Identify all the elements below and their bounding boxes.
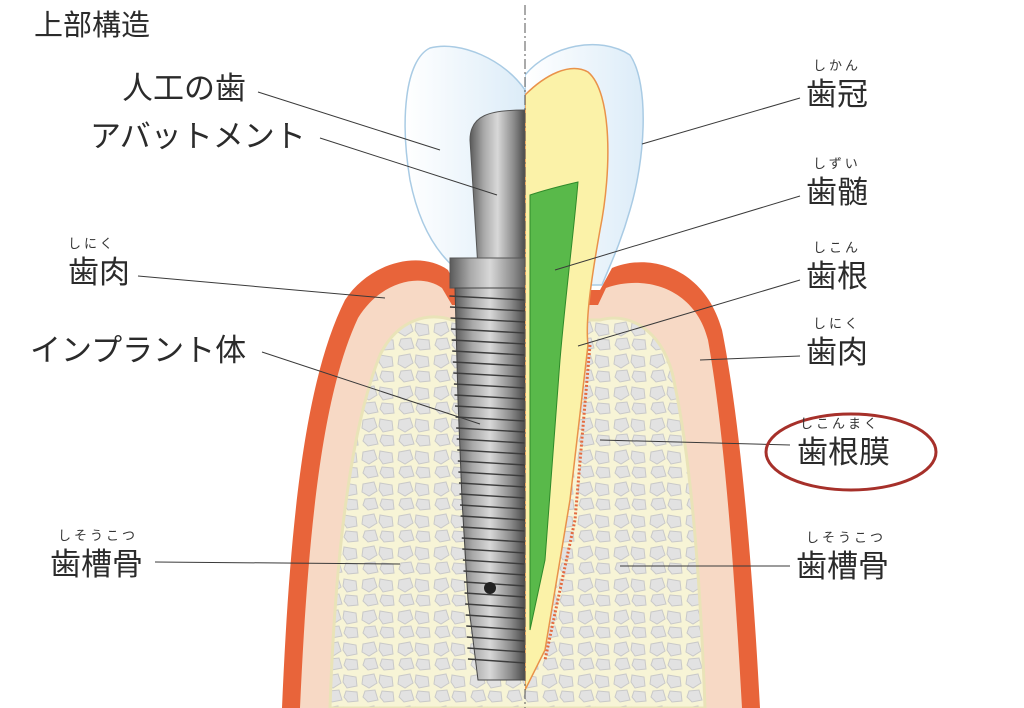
thread-line (466, 625, 525, 631)
label-alveolar-bone-left: 歯槽骨 (50, 547, 143, 583)
label-periodontal-ligament: 歯根膜 (797, 435, 890, 471)
thread-line (458, 471, 525, 477)
ruby-crown: しかん (813, 59, 862, 74)
implant-threads (449, 295, 525, 664)
leader-lines (137, 91, 801, 567)
thread-line (456, 427, 525, 433)
thread-line (460, 515, 525, 521)
thread-line (466, 636, 525, 642)
ruby-periodontal-ligament: しこんまく (800, 417, 881, 432)
abutment-collar (449, 257, 525, 289)
thread-line (450, 317, 525, 323)
label-artificial-tooth: 人工の歯 (122, 71, 246, 107)
thread-line (467, 658, 525, 664)
thread-line (459, 493, 525, 499)
thread-line (467, 647, 525, 653)
thread-line (461, 526, 525, 532)
thread-line (458, 482, 525, 488)
thread-line (449, 306, 525, 312)
thread-line (453, 372, 525, 378)
thread-line (454, 394, 525, 400)
label-gum-left: 歯肉 (68, 255, 130, 291)
thread-line (457, 449, 525, 455)
thread-line (451, 339, 525, 345)
title-superstructure: 上部構造 (34, 8, 151, 42)
label-abutment: アバットメント (90, 119, 306, 155)
label-pulp: 歯髄 (806, 175, 868, 211)
thread-line (454, 405, 525, 411)
thread-line (465, 614, 525, 620)
label-implant-body: インプラント体 (30, 333, 247, 369)
highlight-circle (764, 412, 938, 492)
ruby-gum-left: しにく (68, 237, 116, 252)
thread-line (463, 570, 525, 576)
thread-line (449, 295, 525, 301)
thread-line (451, 328, 525, 334)
thread-line (461, 537, 525, 543)
thread-line (452, 361, 525, 367)
ruby-pulp: しずい (813, 157, 861, 172)
thread-line (456, 438, 525, 444)
thread-line (462, 548, 525, 554)
abutment (469, 109, 525, 269)
label-root: 歯根 (806, 259, 868, 295)
label-alveolar-bone-right: 歯槽骨 (796, 549, 889, 585)
thread-line (464, 592, 525, 598)
implant-hole (484, 582, 496, 594)
thread-line (460, 504, 525, 510)
thread-line (455, 416, 525, 422)
dental-pulp (529, 181, 579, 631)
ruby-gum-right: しにく (813, 317, 861, 332)
ruby-alveolar-bone-right: しそうこつ (806, 531, 887, 546)
thread-line (453, 383, 525, 389)
thread-line (465, 603, 525, 609)
ruby-alveolar-bone-left: しそうこつ (58, 529, 139, 544)
thread-line (452, 350, 525, 356)
ruby-root: しこん (813, 241, 862, 256)
label-crown: 歯冠 (806, 77, 868, 113)
thread-line (462, 559, 525, 565)
label-gum-right: 歯肉 (806, 335, 868, 371)
thread-line (457, 460, 525, 466)
thread-line (463, 581, 525, 587)
